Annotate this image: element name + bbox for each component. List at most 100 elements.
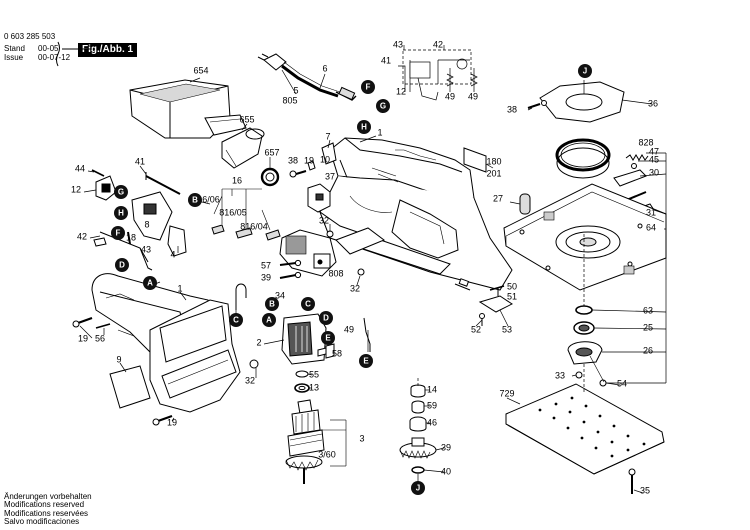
- callout-n57: 57: [261, 260, 271, 270]
- marker-circle: [265, 297, 279, 311]
- modification-notes: Änderungen vorbehalten Modifications res…: [4, 492, 92, 527]
- cable-guide-808: [326, 227, 386, 276]
- marker-mC1: C: [229, 313, 243, 327]
- callout-n19a: 19: [304, 155, 314, 165]
- callout-n43w: 43: [393, 39, 403, 49]
- marker-mD2: D: [319, 311, 333, 325]
- stator-2: [281, 313, 327, 365]
- marker-mF2: F: [111, 226, 125, 240]
- callout-n25: 25: [643, 322, 653, 332]
- marker-letter: J: [583, 67, 587, 76]
- marker-circle: [411, 481, 425, 495]
- callout-n30: 30: [649, 167, 659, 177]
- marker-mJ1: J: [578, 64, 592, 78]
- callout-n41w: 41: [381, 55, 391, 65]
- callout-n805: 805: [282, 95, 297, 105]
- callout-n52: 52: [471, 324, 481, 334]
- marker-letter: C: [233, 316, 239, 325]
- callout-n58: 58: [332, 348, 342, 358]
- callout-n35: 35: [640, 485, 650, 495]
- stand-value: 00-05: [38, 44, 59, 53]
- marker-circle: [114, 206, 128, 220]
- callout-n49w2: 49: [468, 91, 478, 101]
- sanding-plate-729: [505, 383, 665, 494]
- marker-mE2: E: [359, 354, 373, 368]
- callout-n38b: 38: [507, 104, 517, 114]
- marker-mH1: H: [357, 120, 371, 134]
- connecting-wire-c: [235, 283, 247, 310]
- callout-n729: 729: [499, 388, 514, 398]
- issue-row: Issue 00-07-12: [4, 53, 70, 63]
- callout-n14: 14: [427, 384, 437, 394]
- callout-n39b: 39: [441, 442, 451, 452]
- marker-mG2: G: [114, 185, 128, 199]
- callout-n41: 41: [135, 156, 145, 166]
- revision-marks: [56, 41, 92, 67]
- marker-circle: [143, 276, 157, 290]
- marker-letter: A: [266, 316, 272, 325]
- dust-box-654: [129, 79, 247, 139]
- marker-mE1: E: [321, 331, 335, 345]
- washers-55-13: [294, 370, 310, 393]
- armature-3: [285, 399, 347, 484]
- marker-letter: G: [118, 188, 124, 197]
- marker-circle: [578, 64, 592, 78]
- callout-n2: 2: [256, 337, 261, 347]
- callout-n7: 7: [325, 131, 330, 141]
- fan-and-bearing-stack: [399, 384, 437, 474]
- carbon-holder-58: [325, 317, 371, 359]
- callout-n19c: 19: [167, 417, 177, 427]
- callout-n47: 47: [649, 146, 659, 156]
- callout-n19b: 19: [78, 333, 88, 343]
- marker-letter: B: [269, 300, 275, 309]
- stand-label: Stand: [4, 44, 25, 53]
- callout-n3: 3: [359, 433, 364, 443]
- figure-badge: Fig./Abb. 1: [78, 43, 138, 57]
- issue-value: 00-07-12: [38, 53, 71, 62]
- switch-parts: [289, 142, 337, 213]
- callout-n56: 56: [95, 333, 105, 343]
- callout-n27: 27: [493, 193, 503, 203]
- marker-mB2: B: [265, 297, 279, 311]
- callout-n816_05: 816/05: [219, 207, 247, 217]
- callout-n9: 9: [116, 354, 121, 364]
- motor-housing-upper: [318, 137, 513, 291]
- marker-mA2: A: [262, 313, 276, 327]
- marker-circle: [188, 193, 202, 207]
- callout-n816_06: 816/06: [192, 194, 220, 204]
- marker-circle: [361, 80, 375, 94]
- callout-n808: 808: [328, 268, 343, 278]
- callout-n12w: 12: [396, 86, 406, 96]
- marker-letter: J: [416, 484, 420, 493]
- marker-letter: E: [363, 357, 369, 366]
- note-fr: Modifications reservées: [4, 508, 89, 518]
- callout-n42w: 42: [433, 39, 443, 49]
- bracket-50-53: [478, 285, 513, 326]
- callout-n53: 53: [502, 324, 512, 334]
- marker-mH2: H: [114, 206, 128, 220]
- callout-n63: 63: [643, 305, 653, 315]
- callout-n10: 10: [320, 154, 330, 164]
- left-switch-assembly: [91, 169, 187, 271]
- callout-n16: 16: [232, 175, 242, 185]
- marker-letter: F: [116, 229, 121, 238]
- callout-n32a: 32: [319, 215, 329, 225]
- callout-n37: 37: [325, 171, 335, 181]
- marker-circle: [319, 311, 333, 325]
- callout-n26: 26: [643, 345, 653, 355]
- callout-n31: 31: [646, 207, 656, 217]
- callout-n12: 12: [71, 184, 81, 194]
- callout-n51: 51: [507, 291, 517, 301]
- callout-n4: 4: [170, 249, 175, 259]
- callout-n654: 654: [193, 65, 208, 75]
- callout-n55: 55: [309, 369, 319, 379]
- callout-n44: 44: [75, 163, 85, 173]
- callout-n38a: 38: [288, 155, 298, 165]
- callout-n50: 50: [507, 281, 517, 291]
- callout-n59: 59: [427, 400, 437, 410]
- marker-mB1: B: [188, 193, 202, 207]
